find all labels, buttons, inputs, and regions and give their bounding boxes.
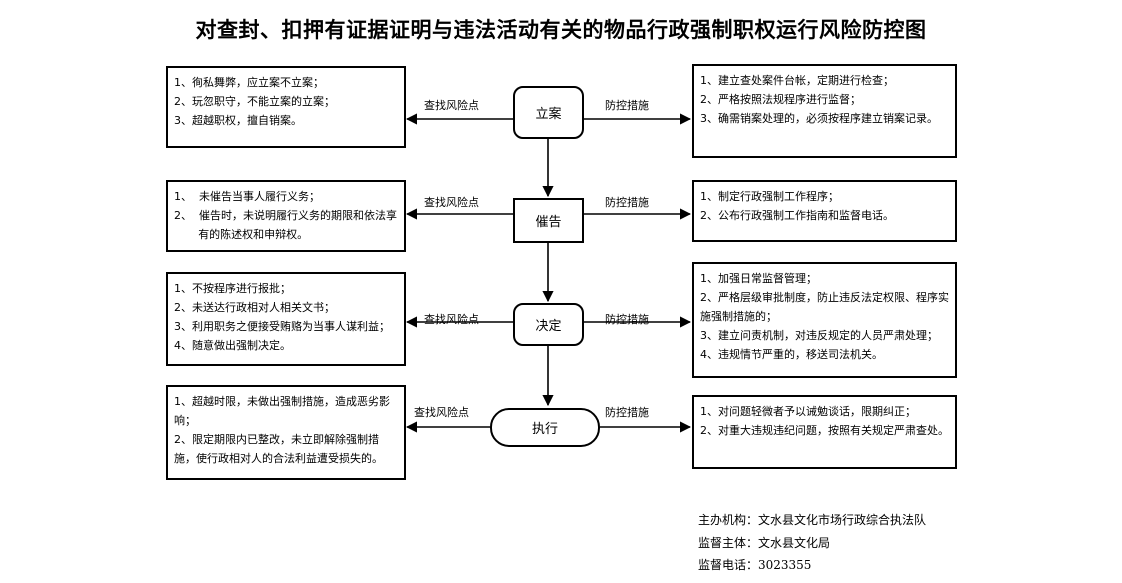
measure-item: 4、违规情节严重的，移送司法机关。 (700, 348, 883, 361)
risk-label-2: 查找风险点 (424, 196, 479, 209)
risk-item: 2、限定期限内已整改，未立即解除强制措施，使行政相对人的合法利益遭受损失的。 (174, 433, 383, 465)
risk-label-3: 查找风险点 (424, 313, 479, 326)
measure-box-4: 1、对问题轻微者予以诫勉谈话，限期纠正； 2、对重大违规违纪问题，按照有关规定严… (692, 395, 957, 469)
measure-box-1: 1、建立查处案件台帐，定期进行检查； 2、严格按照法规程序进行监督； 3、确需销… (692, 64, 957, 158)
step-node-2: 催告 (513, 198, 584, 243)
footer-organizer: 主办机构：文水县文化市场行政综合执法队 (698, 513, 927, 527)
diagram-title: 对查封、扣押有证据证明与违法活动有关的物品行政强制职权运行风险防控图 (195, 17, 927, 42)
risk-item: 4、随意做出强制决定。 (174, 339, 291, 352)
step-node-1: 立案 (513, 86, 584, 139)
risk-label-1: 查找风险点 (424, 99, 479, 112)
step-node-3: 决定 (513, 303, 584, 346)
footer-supervisor: 监督主体：文水县文化局 (698, 536, 831, 550)
risk-item: 1、不按程序进行报批； (174, 282, 291, 295)
measure-item: 3、建立问责机制，对违反规定的人员严肃处理； (700, 329, 938, 342)
footer-phone: 监督电话：3023355 (698, 558, 812, 572)
measure-item: 1、加强日常监督管理； (700, 272, 817, 285)
risk-box-1: 1、徇私舞弊，应立案不立案； 2、玩忽职守，不能立案的立案； 3、超越职权，擅自… (166, 66, 406, 148)
step-label: 决定 (535, 319, 562, 334)
measure-item: 2、对重大违规违纪问题，按照有关规定严肃查处。 (700, 424, 949, 437)
risk-box-3: 1、不按程序进行报批； 2、未送达行政相对人相关文书； 3、利用职务之便接受贿赂… (166, 272, 406, 366)
measure-label-3: 防控措施 (605, 313, 649, 326)
measure-item: 3、确需销案处理的，必须按程序建立销案记录。 (700, 112, 938, 125)
risk-item: 1、 未催告当事人履行义务； (174, 190, 320, 203)
measure-item: 1、对问题轻微者予以诫勉谈话，限期纠正； (700, 405, 916, 418)
measure-label-4: 防控措施 (605, 406, 649, 419)
risk-item: 3、利用职务之便接受贿赂为当事人谋利益； (174, 320, 390, 333)
measure-item: 1、制定行政强制工作程序； (700, 190, 839, 203)
step-node-4: 执行 (490, 408, 600, 447)
measure-item: 2、公布行政强制工作指南和监督电话。 (700, 209, 894, 222)
risk-label-4: 查找风险点 (414, 406, 469, 419)
risk-item: 1、徇私舞弊，应立案不立案； (174, 76, 324, 89)
measure-item: 2、严格层级审批制度，防止违反法定权限、程序实施强制措施的； (700, 291, 949, 323)
risk-item: 1、超越时限，未做出强制措施，造成恶劣影响； (174, 395, 390, 427)
measure-label-2: 防控措施 (605, 196, 649, 209)
risk-item: 3、超越职权，擅自销案。 (174, 114, 302, 127)
measure-item: 2、严格按照法规程序进行监督； (700, 93, 861, 106)
measure-label-1: 防控措施 (605, 99, 649, 112)
measure-box-2: 1、制定行政强制工作程序； 2、公布行政强制工作指南和监督电话。 (692, 180, 957, 242)
step-label: 催告 (535, 215, 562, 230)
risk-box-2: 1、 未催告当事人履行义务； 2、 催告时，未说明履行义务的期限和依法享有的陈述… (166, 180, 406, 252)
measure-box-3: 1、加强日常监督管理； 2、严格层级审批制度，防止违反法定权限、程序实施强制措施… (692, 262, 957, 378)
risk-item: 2、未送达行政相对人相关文书； (174, 301, 335, 314)
step-label: 立案 (535, 107, 562, 122)
measure-item: 1、建立查处案件台帐，定期进行检查； (700, 74, 894, 87)
step-label: 执行 (531, 422, 558, 437)
risk-item: 2、 催告时，未说明履行义务的期限和依法享有的陈述权和申辩权。 (174, 209, 397, 241)
risk-item: 2、玩忽职守，不能立案的立案； (174, 95, 335, 108)
risk-box-4: 1、超越时限，未做出强制措施，造成恶劣影响； 2、限定期限内已整改，未立即解除强… (166, 385, 406, 480)
